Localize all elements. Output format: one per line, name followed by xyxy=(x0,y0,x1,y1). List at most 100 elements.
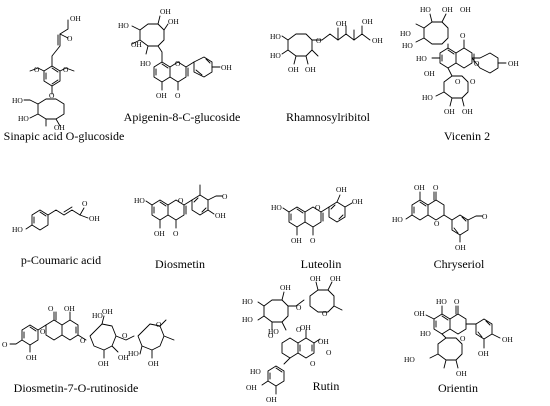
atom-label: OH xyxy=(288,65,299,74)
atom-label: OH xyxy=(478,349,489,358)
atom-label: OH xyxy=(414,309,425,318)
compound-name: Sinapic acid O-glucoside xyxy=(4,129,125,143)
atom-label: OH xyxy=(168,17,179,26)
atom-label: O xyxy=(315,203,321,212)
atom-label: OH xyxy=(310,274,321,283)
compound-name: Rutin xyxy=(313,379,340,393)
structure-orientin: HO OH O HO OH HO OH OH O xyxy=(404,297,513,378)
atom-label: O xyxy=(173,229,179,238)
atom-label: HO xyxy=(420,329,431,338)
atom-label: HO xyxy=(436,297,447,306)
atom-label: OH xyxy=(26,353,37,362)
atom-label: OH xyxy=(460,5,471,14)
structure-sinapic-acid-o-glucoside: OH O O O HO HO OH O xyxy=(12,14,81,132)
atom-label: O xyxy=(67,34,73,43)
atom-label: O xyxy=(454,297,460,306)
atom-label: O xyxy=(48,304,54,313)
atom-label: HO xyxy=(12,96,23,105)
atom-label: OH xyxy=(118,353,129,362)
compound-name: Rhamnosylribitol xyxy=(286,110,371,124)
atom-label: OH xyxy=(291,236,302,245)
compound-name: Apigenin-8-C-glucoside xyxy=(124,110,241,124)
compound-name: Diosmetin xyxy=(155,257,205,271)
compound-name: Chryseriol xyxy=(434,257,485,271)
atom-label: OH xyxy=(154,229,165,238)
atom-label: OH xyxy=(266,395,277,404)
atom-label: OH xyxy=(444,107,455,116)
atom-label: O xyxy=(40,327,46,336)
atom-label: OH xyxy=(372,36,383,45)
atom-label: HO xyxy=(18,114,29,123)
atom-label: O xyxy=(82,199,88,208)
atom-label: O xyxy=(460,31,466,40)
atom-label: HO xyxy=(242,315,253,324)
atom-label: O xyxy=(455,77,461,86)
atom-label: OH xyxy=(148,359,159,368)
compound-name: Luteolin xyxy=(301,257,342,271)
atom-label: O xyxy=(460,334,466,343)
structure-diosmetin: O HO O OH OH O xyxy=(134,184,228,238)
atom-label: O xyxy=(178,196,184,205)
atom-label: OH xyxy=(156,91,167,100)
atom-label: OH xyxy=(362,17,373,26)
atom-label: HO xyxy=(12,225,23,234)
compound-name: Diosmetin-7-O-rutinoside xyxy=(14,381,139,395)
atom-label: O xyxy=(296,303,302,312)
atom-label: OH xyxy=(456,369,467,378)
atom-label: O xyxy=(49,91,55,100)
atom-label: HO xyxy=(392,215,403,224)
atom-label: O xyxy=(474,59,480,68)
atom-label: OH xyxy=(336,19,347,28)
atom-label: O xyxy=(310,236,316,245)
atom-label: O xyxy=(63,65,69,74)
atom-label: HO xyxy=(420,5,431,14)
atom-label: HO xyxy=(416,54,427,63)
atom-label: HO xyxy=(270,51,281,60)
compound-name: p-Coumaric acid xyxy=(21,253,101,267)
atom-label: O xyxy=(222,192,228,201)
atom-label: HO xyxy=(134,196,145,205)
atom-label: OH xyxy=(70,14,81,23)
atom-label: O xyxy=(268,331,274,340)
atom-label: O xyxy=(34,65,40,74)
atom-label: OH xyxy=(336,185,347,194)
atom-label: O xyxy=(322,309,328,318)
atom-label: OH xyxy=(508,59,519,68)
atom-label: O xyxy=(2,340,8,349)
atom-label: HO xyxy=(404,355,415,364)
structure-chryseriol: OH O HO O OH O xyxy=(392,183,488,252)
atom-label: OH xyxy=(414,183,425,192)
atom-label: OH xyxy=(424,69,435,78)
structure-rhamnosylribitol: OH OH OH O HO HO OH OH xyxy=(270,17,383,74)
atom-label: HO xyxy=(250,367,261,376)
atom-label: OH xyxy=(64,304,75,313)
structure-rutin: HO OH OH HO O O O OH HO OH O OH OH O OH … xyxy=(242,274,343,404)
atom-label: OH xyxy=(300,323,311,332)
atom-label: HO xyxy=(268,327,279,336)
atom-label: HO xyxy=(400,29,411,38)
atom-label: OH xyxy=(89,214,100,223)
atom-label: OH xyxy=(330,274,341,283)
atom-label: O xyxy=(80,336,86,345)
atom-label: O xyxy=(310,359,316,368)
structure-luteolin: OH OH HO O OH O xyxy=(271,185,363,245)
atom-label: O xyxy=(122,331,128,340)
atom-label: OH xyxy=(131,40,142,49)
atom-label: HO xyxy=(118,21,129,30)
atom-label: HO xyxy=(271,203,282,212)
structure-p-coumaric-acid: O OH HO xyxy=(12,199,100,234)
atom-label: O xyxy=(326,348,332,357)
atom-label: OH xyxy=(280,283,291,292)
atom-label: HO xyxy=(270,32,281,41)
atom-label: OH xyxy=(318,337,329,346)
atom-label: HO xyxy=(128,349,139,358)
atom-label: OH xyxy=(98,359,109,368)
atom-label: OH xyxy=(221,63,232,72)
atom-label: OH xyxy=(442,5,453,14)
structure-apigenin-8-c-glucoside: HO OH OH OH HO O OH OH O xyxy=(118,7,232,100)
atom-label: OH xyxy=(502,335,513,344)
atom-label: OH xyxy=(455,243,466,252)
atom-label: HO xyxy=(402,41,413,50)
compound-name: Vicenin 2 xyxy=(444,129,490,143)
